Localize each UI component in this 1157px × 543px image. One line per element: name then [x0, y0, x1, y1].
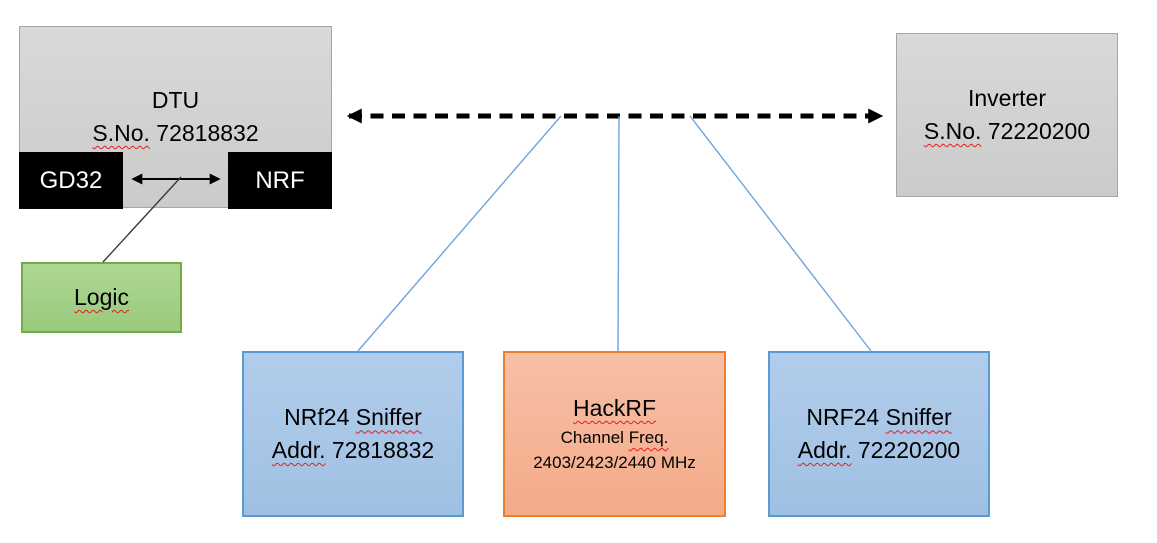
dtu-serial-value: 72818832	[149, 120, 259, 146]
dtu-serial-label: S.No.	[92, 120, 150, 146]
hackrf-frequencies: 2403/2423/2440 MHz	[533, 453, 696, 473]
sniffer-right-name-sniffer: Sniffer	[885, 404, 952, 431]
dtu-serial: S.No. 72818832	[92, 117, 258, 150]
node-gd32-chip: GD32	[19, 152, 123, 209]
inverter-title: Inverter	[968, 85, 1046, 112]
node-nrf-chip: NRF	[228, 152, 332, 209]
dtu-title: DTU	[151, 87, 200, 114]
sniffer-left-title: NRf24 Sniffer	[284, 401, 422, 434]
tap-line-hackrf	[617, 115, 620, 352]
sniffer-right-address: Addr. 72220200	[798, 434, 960, 467]
hackrf-freq-word: Freq.	[628, 427, 669, 447]
sniffer-right-addr-value: 72220200	[851, 437, 961, 463]
hackrf-channel-line: Channel Freq.	[561, 425, 669, 451]
inverter-serial: S.No. 72220200	[924, 115, 1090, 148]
inverter-serial-value: 72220200	[981, 118, 1091, 144]
gd32-label: GD32	[39, 166, 103, 194]
sniffer-left-name: NRf24	[284, 404, 356, 431]
node-nrf24-sniffer-left: NRf24 Sniffer Addr. 72818832	[242, 351, 464, 517]
tap-line-sniffer-right	[689, 115, 872, 352]
sniffer-left-name-sniffer: Sniffer	[355, 404, 422, 431]
inverter-serial-label: S.No.	[923, 118, 982, 144]
sniffer-left-address: Addr. 72818832	[272, 434, 434, 467]
node-logic-analyzer: Logic	[21, 262, 182, 333]
tap-line-sniffer-left	[357, 115, 562, 352]
hackrf-title: HackRF	[572, 395, 657, 422]
logic-label: Logic	[74, 284, 129, 311]
sniffer-left-addr-label: Addr.	[271, 437, 326, 463]
nrf-label: NRF	[255, 166, 305, 194]
node-nrf24-sniffer-right: NRF24 Sniffer Addr. 72220200	[768, 351, 990, 517]
node-hackrf: HackRF Channel Freq. 2403/2423/2440 MHz	[503, 351, 726, 517]
hackrf-channel-text: Channel	[560, 427, 629, 447]
sniffer-right-title: NRF24 Sniffer	[806, 401, 951, 434]
sniffer-right-addr-label: Addr.	[797, 437, 852, 463]
node-inverter: Inverter S.No. 72220200	[896, 33, 1118, 197]
sniffer-left-addr-value: 72818832	[325, 437, 435, 463]
sniffer-right-name: NRF24	[806, 404, 886, 431]
